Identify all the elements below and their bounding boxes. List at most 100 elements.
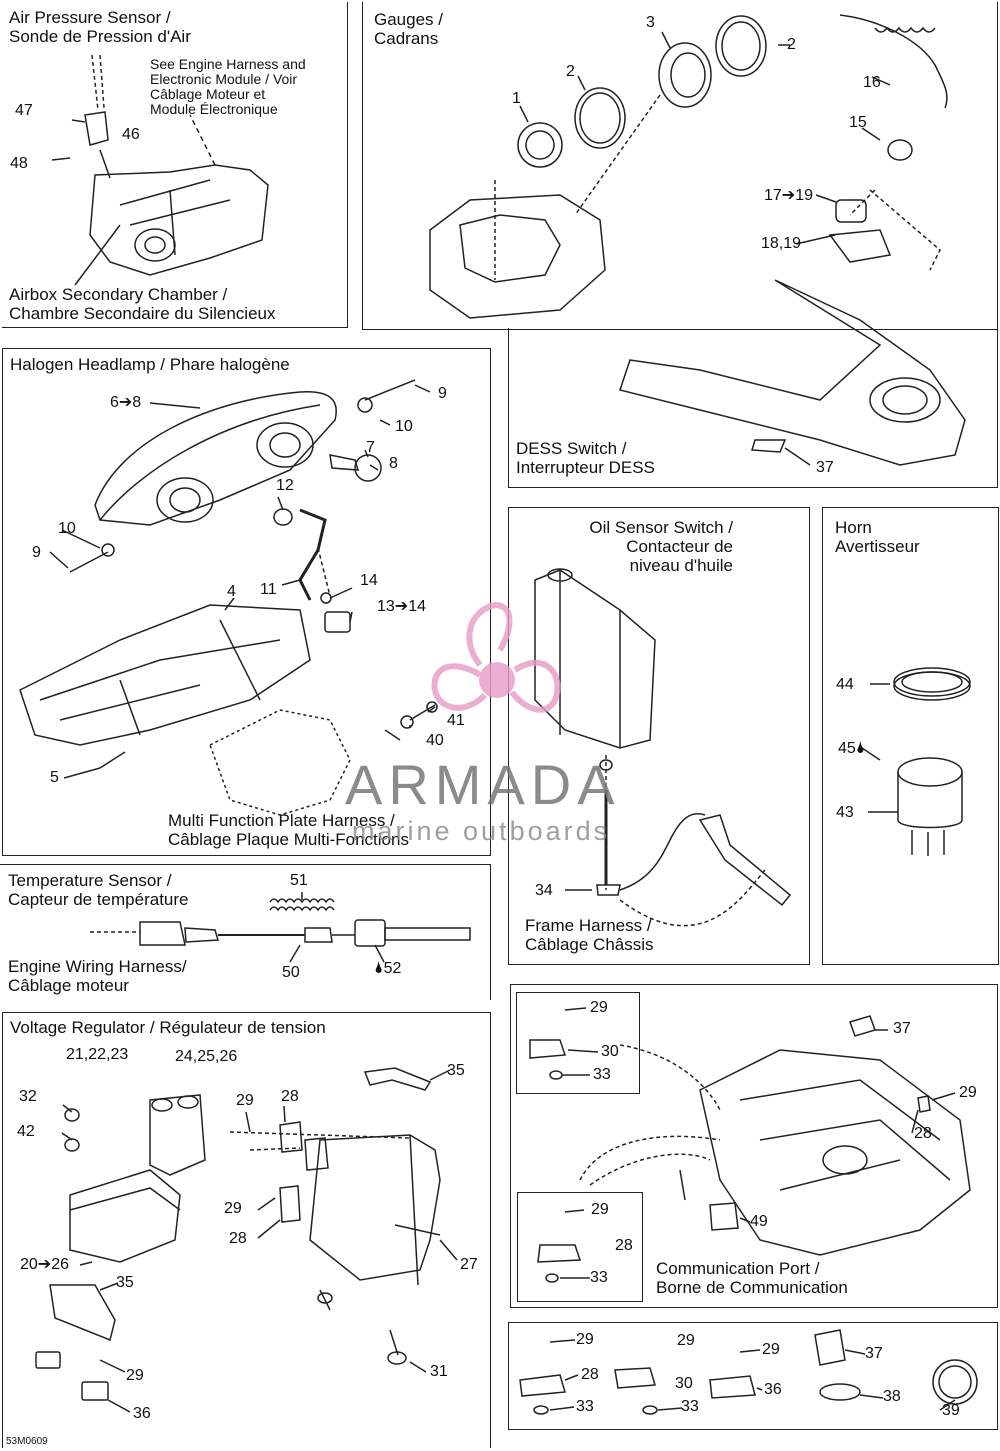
callout-40: 40	[426, 732, 444, 749]
callout-43: 43	[836, 804, 854, 821]
callout-45-text: 45	[838, 740, 856, 757]
callout-28-d: 28	[615, 1237, 633, 1254]
hardware-panel	[508, 1322, 998, 1430]
communication-port-panel	[510, 984, 998, 1308]
voltage-regulator-panel	[2, 1012, 491, 1448]
horn-panel	[822, 507, 999, 965]
callout-17-19: 17➔19	[764, 187, 813, 204]
callout-29-f: 29	[591, 1201, 609, 1218]
callout-11: 11	[260, 581, 277, 598]
callout-24-25-26: 24,25,26	[175, 1048, 238, 1065]
communication-port-label: Communication Port / Borne de Communicat…	[656, 1259, 848, 1297]
callout-7: 7	[366, 439, 375, 456]
callout-35: 35	[447, 1062, 465, 1079]
callout-36-b: 36	[764, 1381, 782, 1398]
callout-27: 27	[460, 1256, 478, 1273]
callout-21-22-23: 21,22,23	[66, 1046, 129, 1063]
gauges-panel	[362, 2, 998, 330]
callout-5: 5	[50, 769, 59, 786]
callout-13-14: 13➔14	[377, 598, 426, 615]
callout-50: 50	[282, 964, 300, 981]
callout-52-text: 52	[383, 960, 402, 977]
callout-30: 30	[601, 1043, 619, 1060]
callout-2: 2	[787, 36, 796, 53]
sealant-drop-icon-2: 🌢	[374, 960, 384, 977]
callout-35-b: 35	[116, 1274, 134, 1291]
voltage-regulator-title: Voltage Regulator / Régulateur de tensio…	[10, 1018, 326, 1037]
callout-33-c: 33	[576, 1398, 594, 1415]
callout-46: 46	[122, 126, 140, 143]
callout-29-g: 29	[576, 1331, 594, 1348]
gauges-title: Gauges / Cadrans	[374, 10, 443, 48]
horn-title: Horn Avertisseur	[835, 518, 920, 556]
callout-29-c: 29	[126, 1367, 144, 1384]
callout-36: 36	[133, 1405, 151, 1422]
callout-28: 28	[281, 1088, 299, 1105]
dess-switch-label: DESS Switch / Interrupteur DESS	[516, 439, 655, 477]
engine-wiring-harness-label: Engine Wiring Harness/ Câblage moteur	[8, 957, 187, 995]
callout-3: 3	[646, 14, 655, 31]
dess-panel	[508, 328, 998, 488]
multi-function-plate-label: Multi Function Plate Harness / Câblage P…	[168, 811, 409, 849]
callout-8: 8	[389, 455, 398, 472]
callout-28-e: 28	[581, 1366, 599, 1383]
callout-48: 48	[10, 155, 28, 172]
callout-10-b: 10	[58, 520, 76, 537]
callout-30-b: 30	[675, 1375, 693, 1392]
callout-38: 38	[883, 1388, 901, 1405]
callout-34: 34	[535, 882, 553, 899]
callout-49: 49	[750, 1213, 768, 1230]
callout-33-d: 33	[681, 1398, 699, 1415]
callout-32: 32	[19, 1088, 37, 1105]
engine-harness-reference-note: See Engine Harness and Electronic Module…	[150, 56, 306, 117]
callout-51: 51	[290, 872, 308, 889]
callout-52: 🌢52	[374, 960, 401, 978]
callout-33-b: 33	[590, 1269, 608, 1286]
airbox-secondary-chamber-label: Airbox Secondary Chamber / Chambre Secon…	[9, 285, 276, 323]
callout-29: 29	[236, 1092, 254, 1109]
callout-2-b: 2	[566, 63, 575, 80]
oil-sensor-panel	[508, 507, 810, 965]
comm-subbox-2	[517, 1192, 643, 1302]
callout-16: 16	[863, 74, 881, 91]
callout-6-8: 6➔8	[110, 394, 142, 411]
callout-29-e: 29	[959, 1084, 977, 1101]
temperature-sensor-title: Temperature Sensor / Capteur de températ…	[8, 871, 189, 909]
callout-42: 42	[17, 1123, 35, 1140]
callout-28-c: 28	[914, 1125, 932, 1142]
callout-37-b: 37	[893, 1020, 911, 1037]
callout-39: 39	[942, 1402, 960, 1419]
callout-29-b: 29	[224, 1200, 242, 1217]
drawing-code: 53M0609	[6, 1436, 48, 1447]
callout-41: 41	[447, 712, 465, 729]
callout-18-19: 18,19	[761, 235, 802, 252]
watermark-brand: ARMADA	[345, 753, 621, 816]
callout-45: 45🌢	[838, 740, 865, 758]
temperature-sensor-panel	[0, 864, 491, 1000]
oil-sensor-switch-title: Oil Sensor Switch / Contacteur de niveau…	[589, 518, 733, 575]
watermark-tagline: marine outboards	[352, 816, 611, 846]
frame-harness-label: Frame Harness / Câblage Châssis	[525, 916, 654, 954]
callout-10: 10	[395, 418, 413, 435]
air-pressure-sensor-title: Air Pressure Sensor / Sonde de Pression …	[9, 8, 191, 46]
callout-4: 4	[227, 583, 236, 600]
comm-subbox-1	[516, 992, 640, 1094]
callout-37-c: 37	[865, 1345, 883, 1362]
air-pressure-sensor-panel	[2, 2, 348, 328]
callout-1: 1	[512, 90, 521, 107]
callout-12: 12	[276, 477, 294, 494]
callout-14: 14	[360, 572, 378, 589]
callout-9-b: 9	[32, 544, 41, 561]
callout-29-i: 29	[762, 1341, 780, 1358]
sealant-drop-icon: 🌢	[855, 740, 866, 757]
headlamp-panel	[2, 348, 491, 856]
halogen-headlamp-title: Halogen Headlamp / Phare halogène	[10, 355, 290, 374]
callout-29-h: 29	[677, 1332, 695, 1349]
callout-44: 44	[836, 676, 854, 693]
callout-47: 47	[15, 102, 33, 119]
callout-37: 37	[816, 459, 834, 476]
callout-31: 31	[430, 1363, 448, 1380]
callout-9: 9	[438, 385, 447, 402]
